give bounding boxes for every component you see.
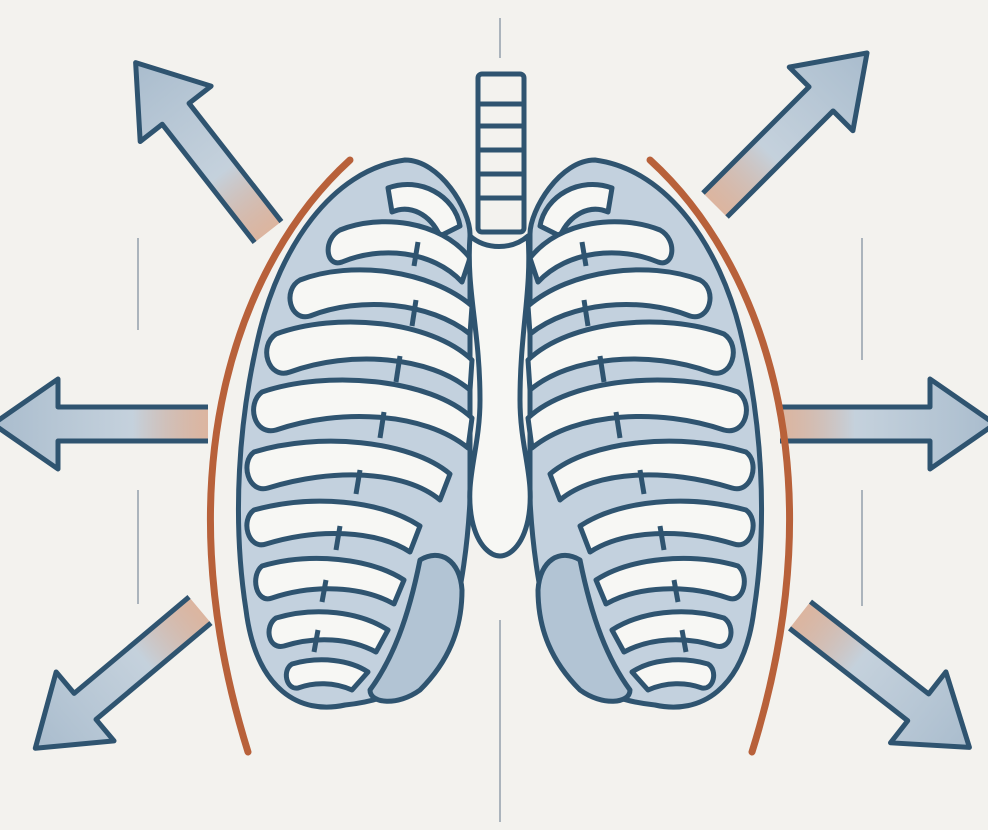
arrow-down-left-icon (6, 576, 229, 783)
arrow-right-icon (780, 379, 988, 469)
arrow-down-right-icon (772, 580, 988, 783)
right-lung (528, 160, 762, 707)
left-lung (238, 160, 472, 707)
arrow-left-icon (0, 379, 208, 469)
trachea-icon (478, 74, 524, 232)
sternum (469, 236, 530, 556)
arrow-up-right-icon (683, 21, 899, 237)
arrow-up-left-icon (100, 35, 303, 260)
